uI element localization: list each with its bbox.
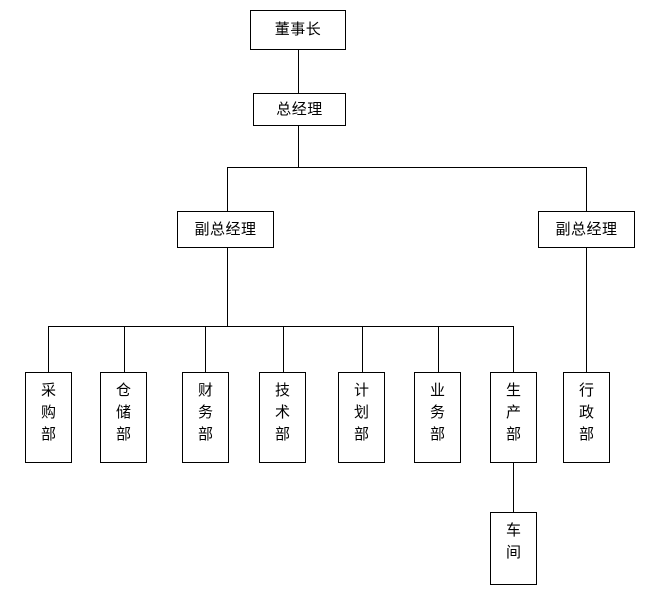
connector-deputy-bus [227,167,587,168]
org-node-deputy-general-manager-left[interactable]: 副总经理 [177,211,274,248]
connector-bus-to-deputy-left [227,167,228,211]
connector-bus-to-production [513,326,514,372]
connector-bus-to-warehouse [124,326,125,372]
org-node-general-manager[interactable]: 总经理 [253,93,346,126]
org-node-label-production-department: 生产部 [506,381,522,443]
org-node-label-workshop: 车间 [506,521,522,561]
org-node-label-planning-department: 计划部 [354,381,370,443]
org-node-planning-department[interactable]: 计划部 [338,372,385,463]
org-node-purchasing-department[interactable]: 采购部 [25,372,72,463]
connector-production-to-workshop [513,463,514,512]
org-node-label-deputy-general-manager-left: 副总经理 [194,219,257,238]
org-node-workshop[interactable]: 车间 [490,512,537,585]
org-node-business-department[interactable]: 业务部 [414,372,461,463]
org-node-label-administration-department: 行政部 [579,381,595,443]
connector-bus-to-business [438,326,439,372]
org-node-finance-department[interactable]: 财务部 [182,372,229,463]
connector-chairman-to-general-manager [298,50,299,93]
org-node-production-department[interactable]: 生产部 [490,372,537,463]
connector-bus-to-finance [205,326,206,372]
org-node-label-general-manager: 总经理 [276,99,323,118]
org-node-label-purchasing-department: 采购部 [41,381,57,443]
connector-bus-to-deputy-right [586,167,587,211]
org-node-label-technology-department: 技术部 [275,381,291,443]
connector-bus-to-technology [283,326,284,372]
org-node-technology-department[interactable]: 技术部 [259,372,306,463]
connector-deputy-left-drop [227,248,228,326]
org-node-label-warehouse-department: 仓储部 [116,381,132,443]
org-node-label-chairman: 董事长 [274,20,322,39]
connector-deputy-right-to-administration [586,248,587,372]
org-node-warehouse-department[interactable]: 仓储部 [100,372,147,463]
org-node-deputy-general-manager-right[interactable]: 副总经理 [538,211,635,248]
org-node-label-finance-department: 财务部 [198,381,214,443]
org-node-label-business-department: 业务部 [430,381,446,443]
connector-general-manager-drop [298,126,299,167]
org-node-chairman[interactable]: 董事长 [250,10,346,50]
org-node-administration-department[interactable]: 行政部 [563,372,610,463]
connector-department-bus [48,326,513,327]
connector-bus-to-purchasing [48,326,49,372]
org-node-label-deputy-general-manager-right: 副总经理 [555,219,618,238]
connector-bus-to-planning [362,326,363,372]
